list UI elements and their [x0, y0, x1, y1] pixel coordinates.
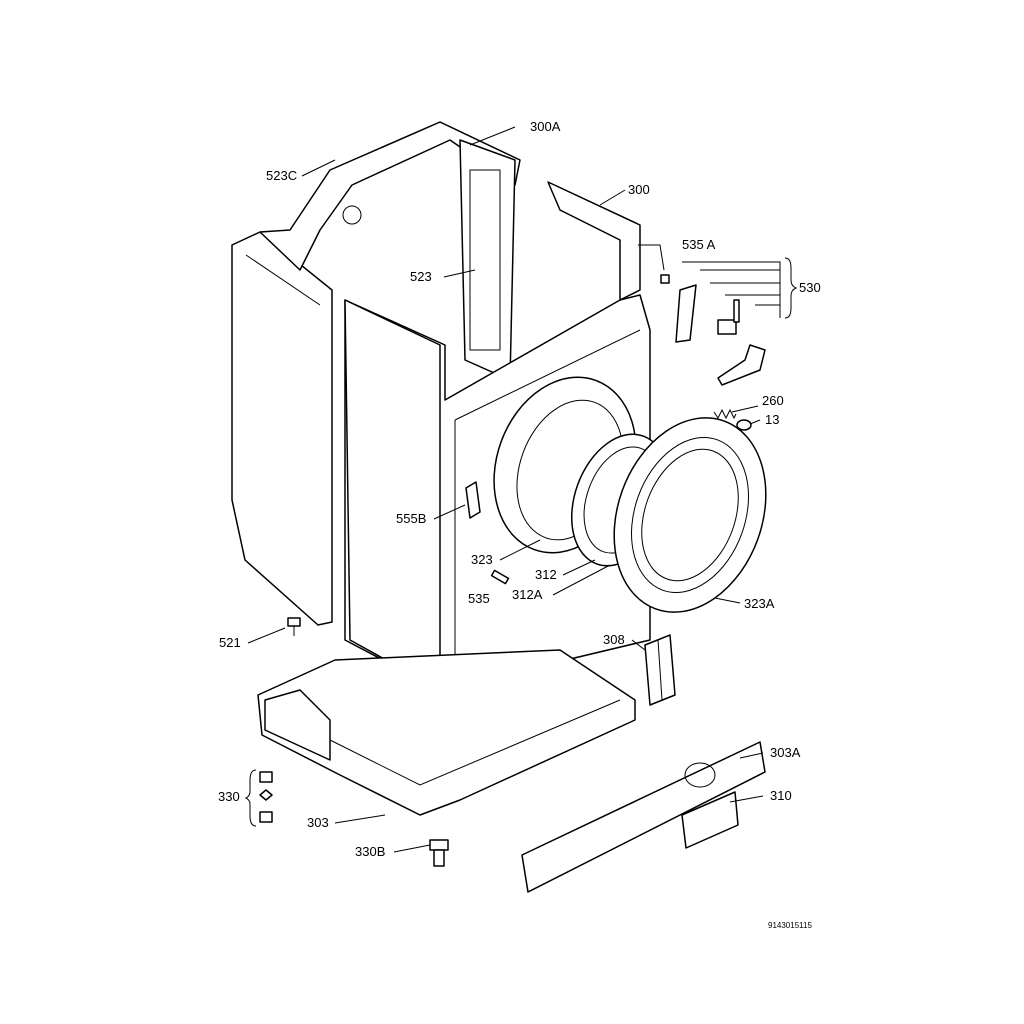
part-side-frame-300 — [547, 181, 641, 301]
label-521: 521 — [219, 635, 241, 650]
label-530: 530 — [799, 280, 821, 295]
label-323: 323 — [471, 552, 493, 567]
label-323A: 323A — [744, 596, 775, 611]
part-foot-330B — [429, 839, 449, 867]
label-300A: 300A — [530, 119, 561, 134]
part-hinge-308 — [644, 634, 676, 706]
label-523: 523 — [410, 269, 432, 284]
label-310: 310 — [770, 788, 792, 803]
label-312: 312 — [535, 567, 557, 582]
label-260: 260 — [762, 393, 784, 408]
label-535A: 535 A — [682, 237, 716, 252]
part-side-panel-left — [231, 231, 333, 626]
part-base-303 — [257, 649, 636, 816]
part-hinge-555B — [465, 481, 481, 519]
label-330: 330 — [218, 789, 240, 804]
part-door-323A — [613, 417, 767, 613]
part-spring-260 — [713, 408, 737, 420]
label-308: 308 — [603, 632, 625, 647]
part-pin-13 — [736, 419, 752, 431]
label-303A: 303A — [770, 745, 801, 760]
label-13: 13 — [765, 412, 780, 427]
label-330B: 330B — [355, 844, 386, 859]
label-303: 303 — [307, 815, 329, 830]
label-535: 535 — [468, 591, 490, 606]
part-screw-521 — [287, 617, 301, 636]
part-dispenser-flap-310 — [681, 791, 739, 849]
part-door-handle-530 — [660, 274, 766, 386]
label-523C: 523C — [266, 168, 298, 183]
drawing-number: 9143015115 — [768, 921, 812, 930]
label-312A: 312A — [512, 587, 543, 602]
part-foot-330 — [259, 771, 273, 823]
leader-lines — [244, 126, 798, 853]
part-pin-535 — [490, 569, 510, 585]
label-300: 300 — [628, 182, 650, 197]
label-555B: 555B — [396, 511, 427, 526]
part-control-panel-303A — [521, 741, 766, 893]
